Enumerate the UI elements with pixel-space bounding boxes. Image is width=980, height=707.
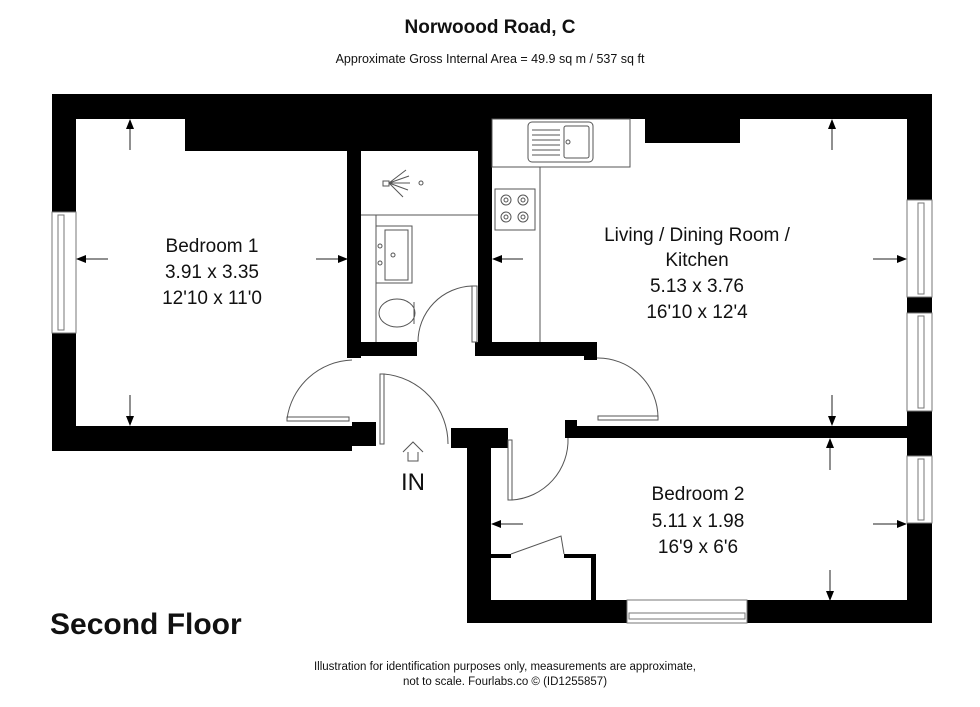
gross-area: Approximate Gross Internal Area = 49.9 s…	[335, 52, 645, 66]
room-bedroom-2: Bedroom 2 5.11 x 1.98 16'9 x 6'6	[652, 484, 745, 558]
sink-drainer-icon	[491, 118, 631, 342]
dimension-arrows	[76, 119, 907, 601]
doors	[286, 285, 659, 555]
room-imperial: 16'10 x 12'4	[646, 302, 748, 323]
room-bedroom-1: Bedroom 1 3.91 x 3.35 12'10 x 11'0	[162, 236, 262, 309]
disclaimer-line-1: Illustration for identification purposes…	[313, 661, 697, 673]
entrance-arrow-icon	[402, 441, 424, 462]
property-title: Norwoood Road, C	[404, 17, 576, 38]
disclaimer-line-2: not to scale. Fourlabs.co © (ID1255857)	[402, 676, 608, 688]
room-imperial: 16'9 x 6'6	[658, 537, 738, 558]
room-imperial: 12'10 x 11'0	[162, 288, 262, 309]
room-name: Bedroom 2	[652, 484, 745, 505]
room-metric: 5.11 x 1.98	[652, 511, 745, 532]
basin-icon	[375, 215, 413, 342]
room-name: Bedroom 1	[166, 236, 259, 257]
hob-icon	[494, 188, 536, 231]
shower-icon	[361, 169, 478, 216]
disclaimer: Illustration for identification purposes…	[0, 660, 980, 690]
floor-label: Second Floor	[50, 608, 242, 641]
room-metric: 3.91 x 3.35	[165, 262, 259, 283]
windows	[51, 199, 933, 624]
toilet-icon	[378, 298, 416, 328]
room-living-dining-kitchen: Living / Dining Room / Kitchen 5.13 x 3.…	[604, 225, 791, 323]
room-name-line1: Living / Dining Room /	[604, 225, 791, 246]
walls	[52, 94, 932, 623]
room-name-line2: Kitchen	[665, 250, 728, 271]
entrance-label: IN	[401, 469, 425, 496]
room-metric: 5.13 x 3.76	[650, 276, 744, 297]
